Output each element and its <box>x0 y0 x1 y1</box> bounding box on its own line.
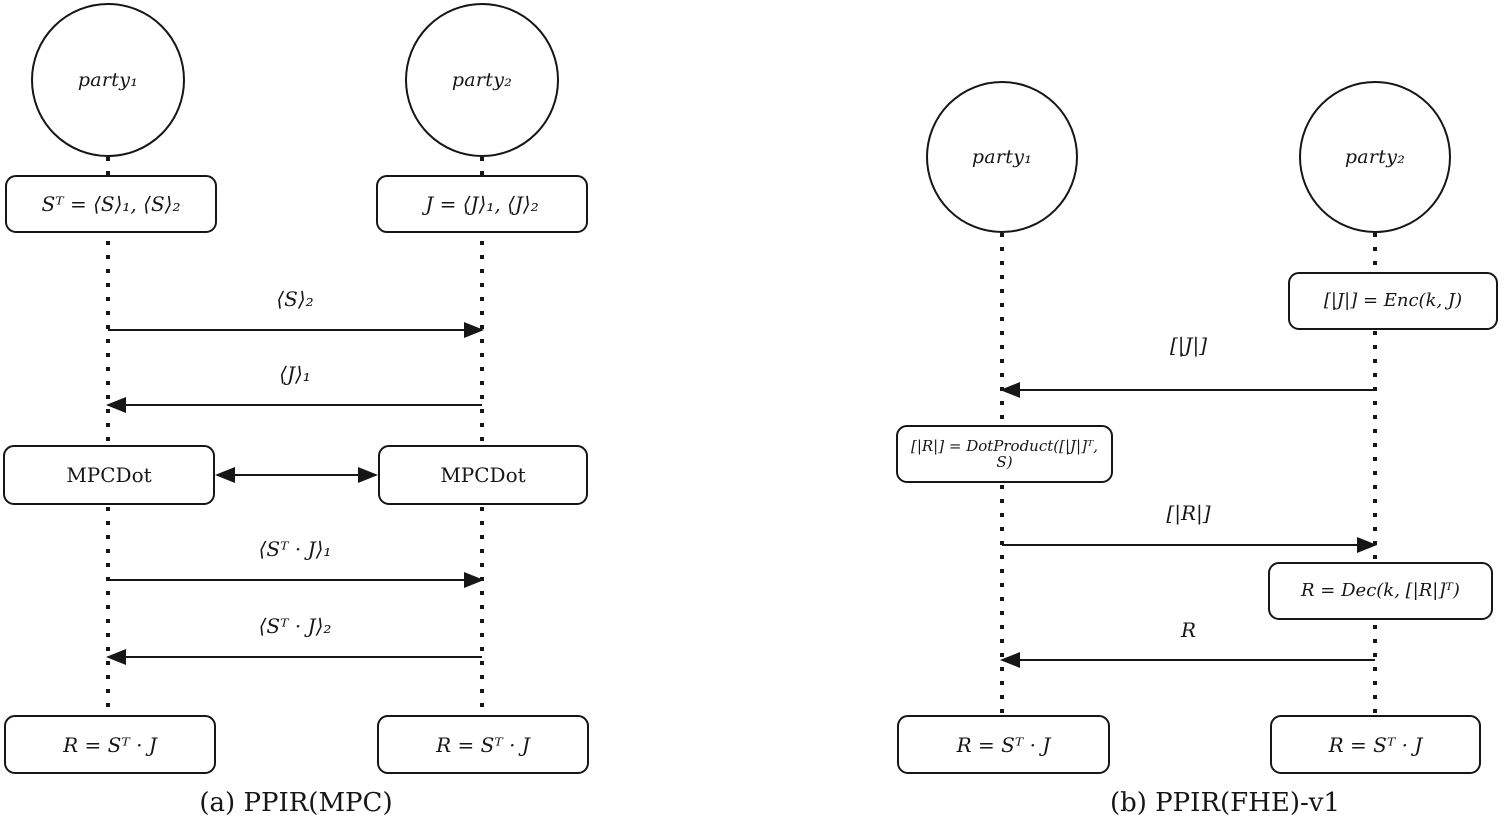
arrowhead-left-icon <box>106 396 126 413</box>
mpc-sync-arrow-mpcdot <box>215 466 378 483</box>
caption-ppir-mpc: (a) PPIR(MPC) <box>199 788 393 818</box>
arrowhead-right-icon <box>464 571 484 588</box>
mpc-party1-circle: party₁ <box>31 3 185 157</box>
fhe-party1-lifeline <box>1000 233 1004 747</box>
mpc-message-label-j1: ⟨J⟩₁ <box>279 362 311 386</box>
fhe-enc-box: [|J|] = Enc(k, J) <box>1288 272 1498 330</box>
arrowhead-left-icon <box>215 466 235 483</box>
mpc-party1-label: party₁ <box>77 69 139 91</box>
mpc-party2-label: party₂ <box>451 69 513 91</box>
arrowhead-right-icon <box>358 466 378 483</box>
fhe-message-label-encj: [|J|] <box>1169 333 1208 357</box>
mpc-message-label-s2: ⟨S⟩₂ <box>276 287 314 311</box>
mpc-party1-init-box: Sᵀ = ⟨S⟩₁, ⟨S⟩₂ <box>5 175 217 233</box>
fhe-party2-result-box: R = Sᵀ · J <box>1270 715 1481 774</box>
fhe-message-label-encr: [|R|] <box>1166 501 1211 525</box>
arrowhead-left-icon <box>1000 651 1020 668</box>
fhe-message-arrow-r <box>1000 651 1375 668</box>
mpc-message-arrow-s2 <box>108 321 484 338</box>
fhe-party1-result-box: R = Sᵀ · J <box>897 715 1110 774</box>
mpc-party2-mpcdot-box: MPCDot <box>378 445 588 505</box>
fhe-dotproduct-box: [|R|] = DotProduct([|J|]ᵀ, S) <box>896 425 1113 483</box>
arrowhead-left-icon <box>106 648 126 665</box>
caption-ppir-fhe-v1: (b) PPIR(FHE)-v1 <box>1109 788 1341 818</box>
fhe-dec-box: R = Dec(k, [|R|]ᵀ) <box>1268 562 1493 620</box>
mpc-party1-result-box: R = Sᵀ · J <box>4 715 216 774</box>
mpc-message-arrow-stj1 <box>108 571 484 588</box>
mpc-message-label-stj2: ⟨Sᵀ · J⟩₂ <box>258 614 332 638</box>
arrowhead-right-icon <box>464 321 484 338</box>
fhe-party2-label: party₂ <box>1344 146 1406 168</box>
fhe-message-arrow-encr <box>1002 536 1377 553</box>
arrowhead-right-icon <box>1357 536 1377 553</box>
arrowhead-left-icon <box>1000 381 1020 398</box>
fhe-party1-label: party₁ <box>971 146 1033 168</box>
fhe-party1-circle: party₁ <box>926 81 1078 233</box>
fhe-message-label-r: R <box>1180 618 1197 642</box>
mpc-message-arrow-stj2 <box>106 648 482 665</box>
mpc-message-arrow-j1 <box>106 396 482 413</box>
mpc-party1-mpcdot-box: MPCDot <box>3 445 215 505</box>
fhe-party2-lifeline <box>1373 233 1377 747</box>
fhe-party2-circle: party₂ <box>1299 81 1451 233</box>
mpc-party2-init-box: J = ⟨J⟩₁, ⟨J⟩₂ <box>376 175 588 233</box>
mpc-party2-circle: party₂ <box>405 3 559 157</box>
mpc-message-label-stj1: ⟨Sᵀ · J⟩₁ <box>258 537 332 561</box>
fhe-message-arrow-encj <box>1000 381 1375 398</box>
mpc-party2-result-box: R = Sᵀ · J <box>377 715 589 774</box>
